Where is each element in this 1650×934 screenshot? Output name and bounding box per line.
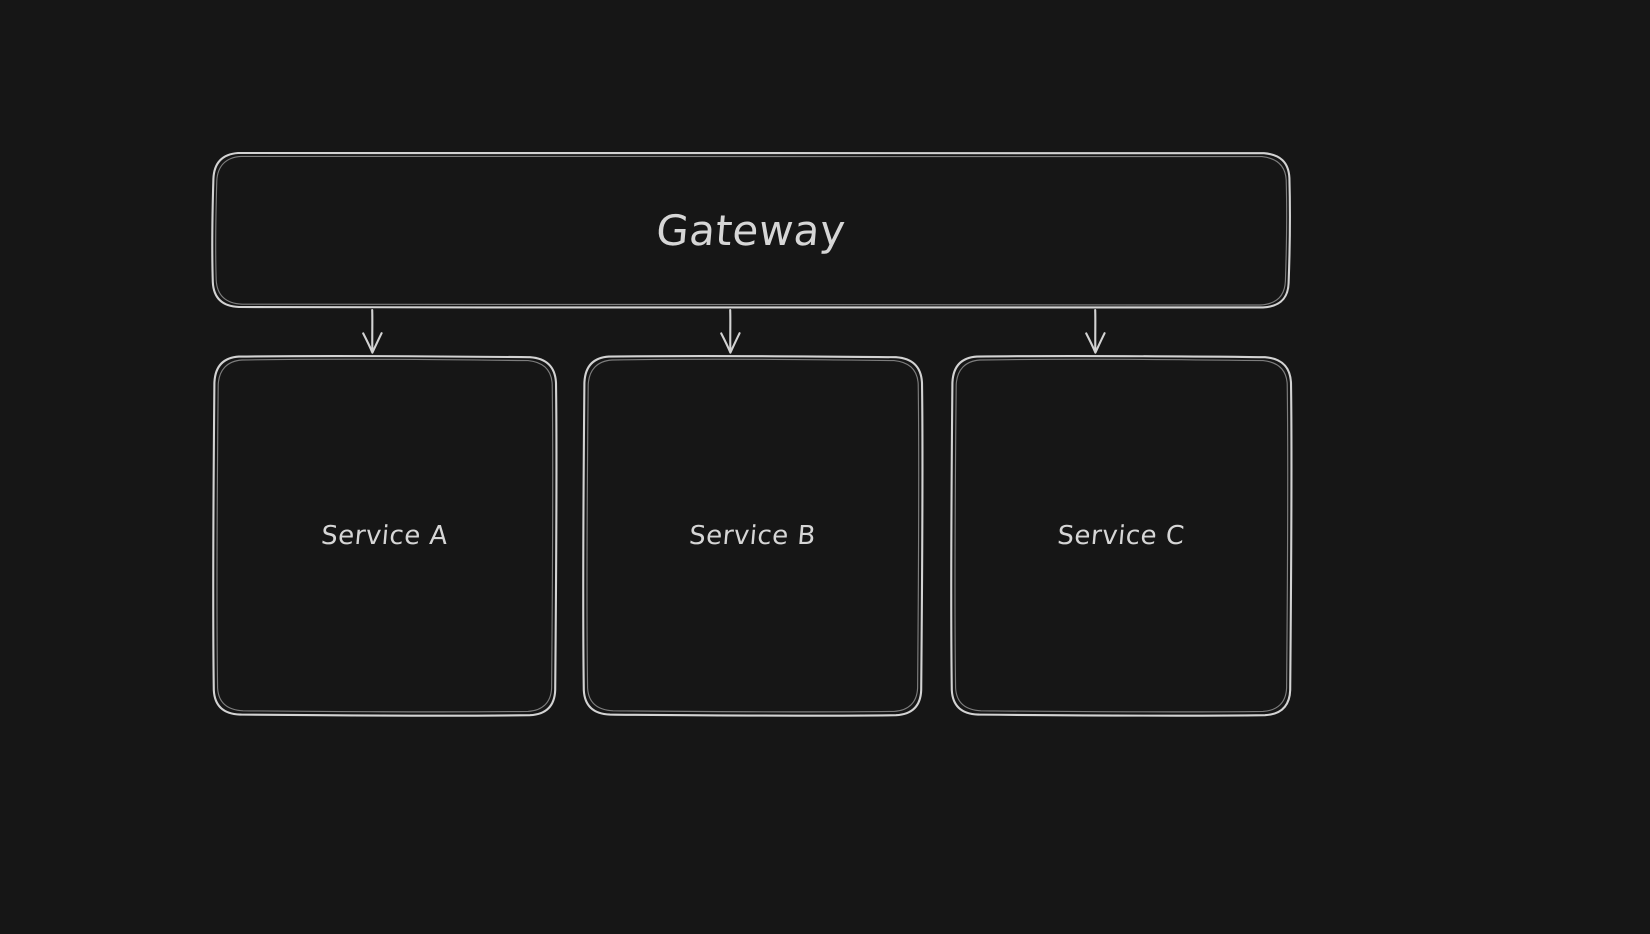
service-a-box[interactable] (212, 354, 558, 717)
edge-gateway-service-b[interactable] (720, 308, 741, 354)
edge-gateway-service-a[interactable] (362, 308, 383, 354)
service-b-box[interactable] (582, 354, 924, 717)
service-c-box[interactable] (950, 354, 1293, 717)
gateway-box[interactable] (211, 151, 1291, 310)
edge-gateway-service-c[interactable] (1085, 308, 1106, 354)
